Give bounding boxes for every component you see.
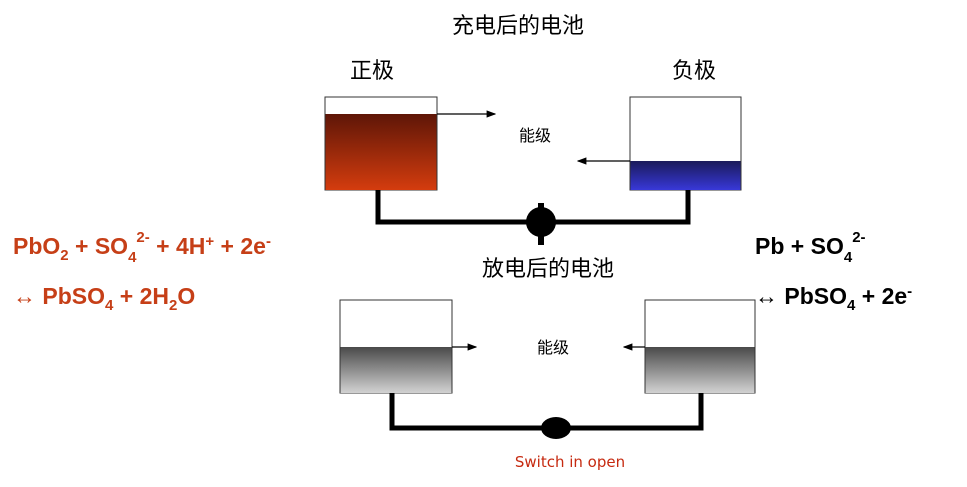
positive-electrode-label: 正极 (350, 59, 394, 84)
positive-equation-line2: ↔ PbSO4 + 2H2O (13, 283, 195, 314)
switch-label: Switch in open (515, 453, 625, 471)
negative-equation-line1: Pb + SO42- (755, 229, 866, 266)
charged-title: 充电后的电池 (452, 14, 584, 39)
charged-positive-tank (324, 96, 438, 191)
discharged-switch-open-icon (541, 417, 571, 439)
discharged-negative-tank (644, 299, 756, 394)
discharged-title: 放电后的电池 (482, 257, 614, 282)
discharged-positive-tank (339, 299, 453, 394)
negative-electrode-label: 负极 (672, 59, 716, 84)
charged-energy-label: 能级 (519, 126, 551, 145)
negative-equation-line2: ↔ PbSO4 + 2e- (755, 283, 912, 314)
positive-equation-line1: PbO2 + SO42- + 4H+ + 2e- (13, 229, 271, 266)
charged-switch-closed-icon (526, 203, 556, 245)
charged-negative-tank (629, 96, 742, 191)
discharged-energy-label: 能级 (537, 338, 569, 357)
